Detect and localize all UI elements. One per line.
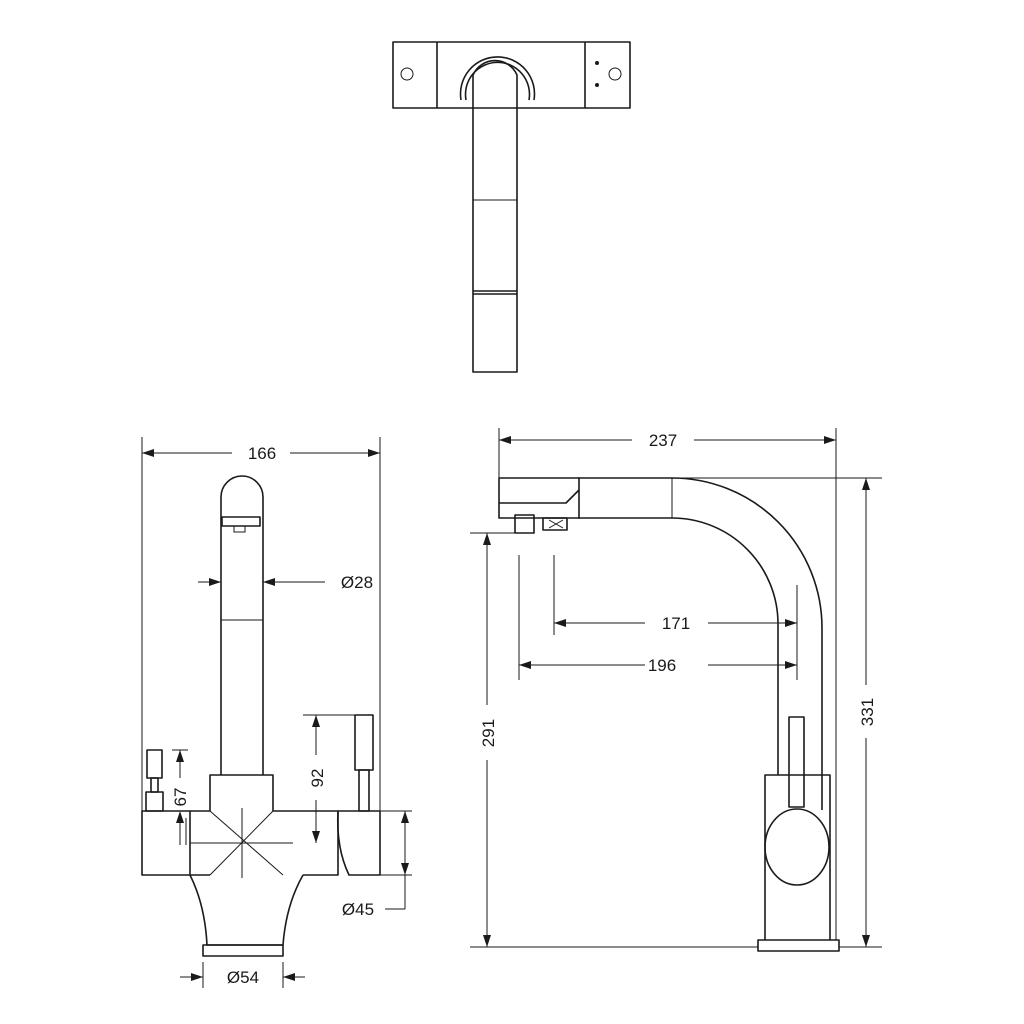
right-handle [354, 714, 374, 771]
side-view-handle [788, 716, 805, 808]
front-view-lower-body [189, 874, 304, 946]
spout-head [498, 477, 580, 519]
top-view-deck-plate [392, 41, 631, 109]
dim-width-front: 166 [248, 444, 276, 463]
dim-reach-inner: 171 [662, 614, 690, 633]
dim-total-height: 331 [858, 698, 877, 726]
mounting-hole-right [608, 67, 622, 81]
side-view-spout-inner [578, 517, 779, 775]
front-view-spout [220, 475, 264, 775]
front-view-hub [209, 774, 274, 811]
front-view [141, 475, 381, 957]
right-arm [273, 810, 339, 876]
dim-handle-height: 92 [308, 769, 327, 788]
side-dimensions: 237 171 196 291 331 [470, 428, 882, 948]
dim-spout-dia: Ø28 [341, 573, 373, 592]
mounting-hole-left [400, 67, 414, 81]
dim-lever-height: 67 [171, 788, 190, 807]
top-view-spout [472, 59, 518, 373]
top-view-body-ring-outer [459, 56, 536, 101]
dim-body-dia: Ø45 [342, 900, 374, 919]
dim-reach-outer: 196 [648, 656, 676, 675]
left-lever-housing [141, 810, 191, 876]
dim-base-dia: Ø54 [227, 968, 259, 987]
side-view [498, 477, 840, 952]
left-lever [146, 749, 163, 779]
top-view [392, 41, 631, 373]
side-view-body [764, 774, 831, 940]
dim-outlet-height: 291 [479, 719, 498, 747]
right-handle-housing [336, 810, 381, 876]
side-view-handle-hub [764, 808, 830, 886]
side-view-spout-outer [578, 477, 823, 810]
front-dimensions: 166 Ø28 67 92 Ø45 [141, 437, 412, 988]
spout-aerator [221, 516, 261, 527]
outlet-left [514, 514, 535, 534]
outlet-right [542, 517, 568, 531]
side-view-base [757, 939, 840, 952]
front-view-base [202, 944, 284, 957]
dim-width-side: 237 [649, 431, 677, 450]
